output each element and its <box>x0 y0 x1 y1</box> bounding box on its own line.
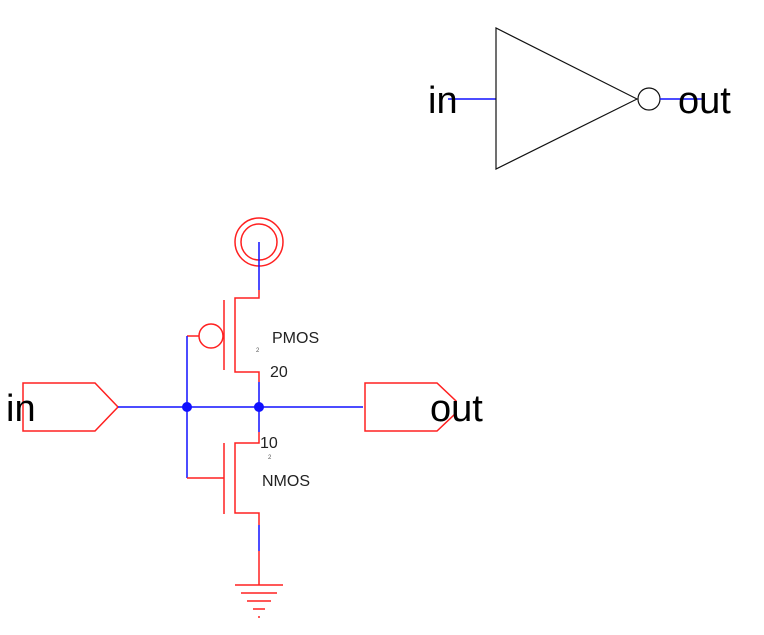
output-port-shape <box>364 382 457 432</box>
pmos-channel <box>234 290 260 382</box>
output-port[interactable]: out <box>364 382 483 432</box>
vdd-symbol[interactable] <box>234 217 284 290</box>
nmos-label: NMOS <box>262 473 310 490</box>
nmos-width: 10 <box>260 435 278 452</box>
inverter-bubble <box>637 87 661 111</box>
symbol-output-label: out <box>678 80 731 122</box>
pmos-transistor[interactable]: PMOS 20 2 <box>186 290 319 407</box>
input-port-label: in <box>6 388 36 430</box>
input-port[interactable]: in <box>6 382 120 432</box>
output-port-label: out <box>430 388 483 430</box>
pmos-width: 20 <box>270 364 288 381</box>
pmos-label: PMOS <box>272 330 319 347</box>
ground-symbol[interactable] <box>235 551 283 618</box>
nmos-channel <box>234 432 260 525</box>
symbol-input-label: in <box>428 80 458 122</box>
nmos-transistor[interactable]: 10 2 NMOS <box>186 407 310 551</box>
pmos-bulk-marker: 2 <box>256 348 260 354</box>
input-port-shape <box>22 382 120 432</box>
inverter-symbol[interactable]: in out <box>428 27 731 170</box>
inverter-triangle <box>495 27 639 170</box>
pmos-gate-bubble <box>198 323 224 349</box>
nmos-bulk-marker: 2 <box>268 455 272 461</box>
